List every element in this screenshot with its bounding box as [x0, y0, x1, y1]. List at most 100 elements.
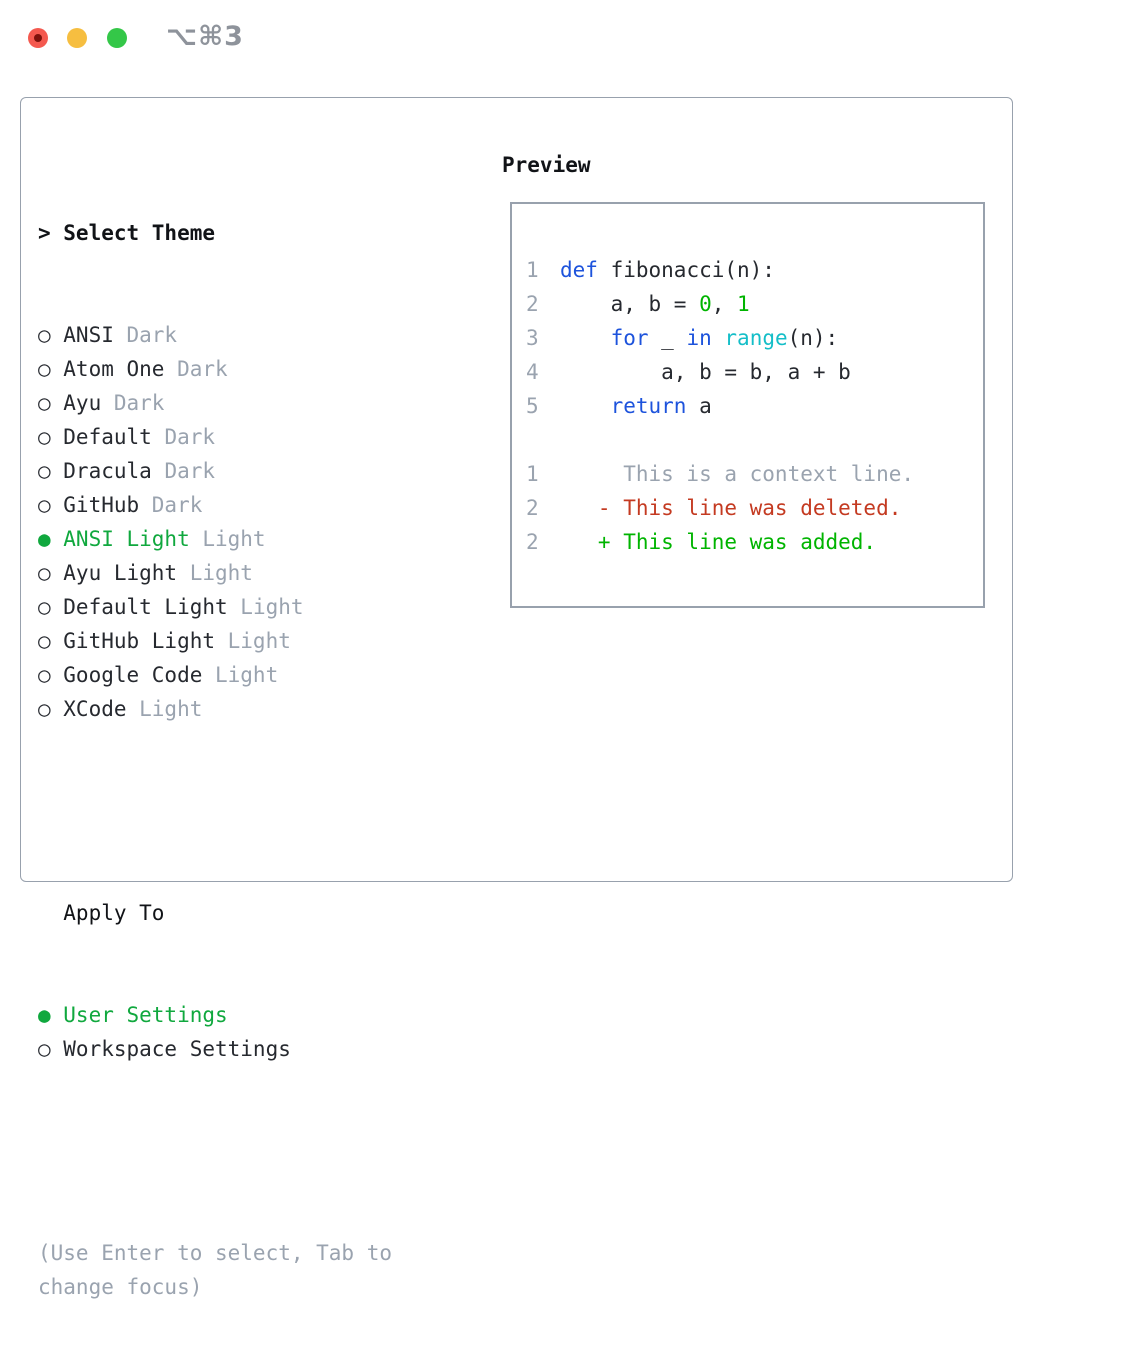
cursor-icon: > [38, 221, 51, 245]
apply-option-user-settings[interactable]: ● User Settings [38, 998, 468, 1032]
radio-icon: ○ [38, 1037, 51, 1061]
radio-icon: ○ [38, 323, 51, 347]
radio-selected-icon: ● [38, 1003, 51, 1027]
option-variant-label: Dark [151, 493, 203, 517]
option-label: XCode [63, 697, 127, 721]
option-label: Ayu Light [63, 561, 178, 585]
select-theme-header: > Select Theme [38, 216, 468, 250]
option-variant-label: Light [227, 629, 291, 653]
line-number: 2 [526, 530, 539, 554]
option-variant-label: Light [215, 663, 279, 687]
code-line: 1 This is a context line. [526, 457, 983, 491]
select-theme-header-label: Select Theme [63, 221, 215, 245]
option-variant-label: Dark [164, 459, 216, 483]
radio-icon: ○ [38, 663, 51, 687]
option-variant-label: Dark [177, 357, 228, 381]
window-titlebar: ⌥⌘3 [0, 0, 1140, 70]
option-label: User Settings [63, 1003, 228, 1027]
theme-option-ayu[interactable]: ○ Ayu Dark [38, 386, 468, 420]
theme-option-dracula[interactable]: ○ Dracula Dark [38, 454, 468, 488]
theme-option-default[interactable]: ○ Default Dark [38, 420, 468, 454]
option-label: Dracula [63, 459, 152, 483]
radio-icon: ○ [38, 459, 51, 483]
code-line-content: + This line was added. [560, 530, 877, 554]
theme-option-google-code[interactable]: ○ Google Code Light [38, 658, 468, 692]
option-label: Atom One [63, 357, 165, 381]
radio-icon: ○ [38, 493, 51, 517]
option-variant-label: Light [189, 561, 253, 585]
minimize-button[interactable] [67, 28, 87, 48]
code-line-content: - This line was deleted. [560, 496, 902, 520]
code-line: 3 for _ in range(n): [526, 321, 983, 355]
theme-option-ansi-light[interactable]: ● ANSI Light Light [38, 522, 468, 556]
code-line: 2 - This line was deleted. [526, 491, 983, 525]
option-variant-label: Light [139, 697, 203, 721]
option-label: GitHub Light [63, 629, 215, 653]
line-number: 4 [526, 360, 539, 384]
line-number: 2 [526, 292, 539, 316]
theme-option-atom-one[interactable]: ○ Atom One Dark [38, 352, 468, 386]
option-variant-label: Light [240, 595, 304, 619]
line-number: 5 [526, 394, 539, 418]
radio-icon: ○ [38, 561, 51, 585]
option-label: Default Light [63, 595, 228, 619]
option-label: Google Code [63, 663, 203, 687]
option-variant-label: Dark [164, 425, 216, 449]
line-number: 1 [526, 258, 539, 282]
line-number: 1 [526, 462, 539, 486]
option-variant-label: Light [202, 527, 266, 551]
code-line [526, 423, 983, 457]
radio-icon: ○ [38, 629, 51, 653]
option-label: Workspace Settings [63, 1037, 291, 1061]
radio-icon: ○ [38, 357, 51, 381]
theme-option-ayu-light[interactable]: ○ Ayu Light Light [38, 556, 468, 590]
option-label: Ayu [63, 391, 102, 415]
code-line-content: a, b = b, a + b [560, 360, 851, 384]
close-button[interactable] [28, 28, 48, 48]
theme-option-ansi[interactable]: ○ ANSI Dark [38, 318, 468, 352]
code-line-content: a, b = 0, 1 [560, 292, 750, 316]
unsaved-indicator-dot [34, 34, 42, 42]
radio-icon: ○ [38, 697, 51, 721]
code-line-content: This is a context line. [560, 462, 915, 486]
code-line-content: for _ in range(n): [610, 326, 839, 350]
help-text: (Use Enter to select, Tab to change focu… [38, 1241, 393, 1299]
option-variant-label: Dark [126, 323, 178, 347]
theme-option-github[interactable]: ○ GitHub Dark [38, 488, 468, 522]
code-line: 2 a, b = 0, 1 [526, 287, 983, 321]
code-line-content: return a [610, 394, 712, 418]
option-label: GitHub [63, 493, 140, 517]
code-line: 5 return a [526, 389, 983, 423]
apply-to-header: Apply To [63, 901, 165, 925]
line-number: 3 [526, 326, 539, 350]
apply-option-workspace-settings[interactable]: ○ Workspace Settings [38, 1032, 468, 1066]
code-line-content: def fibonacci(n): [560, 258, 775, 282]
theme-option-xcode[interactable]: ○ XCode Light [38, 692, 468, 726]
code-line: 4 a, b = b, a + b [526, 355, 983, 389]
option-label: ANSI Light [63, 527, 190, 551]
option-label: Default [63, 425, 152, 449]
radio-icon: ○ [38, 391, 51, 415]
theme-option-default-light[interactable]: ○ Default Light Light [38, 590, 468, 624]
window-title: ⌥⌘3 [166, 21, 244, 52]
spacer [38, 1134, 468, 1168]
code-line: 1 def fibonacci(n): [526, 253, 983, 287]
apply-to-list: ● User Settings ○ Workspace Settings [38, 998, 468, 1066]
zoom-button[interactable] [107, 28, 127, 48]
preview-header: Preview [502, 153, 591, 177]
spacer [38, 794, 468, 828]
line-number [526, 423, 550, 457]
option-label: ANSI [63, 323, 114, 347]
theme-option-github-light[interactable]: ○ GitHub Light Light [38, 624, 468, 658]
code-line: 2 + This line was added. [526, 525, 983, 559]
line-number: 2 [526, 496, 539, 520]
radio-selected-icon: ● [38, 527, 51, 551]
radio-icon: ○ [38, 425, 51, 449]
option-variant-label: Dark [113, 391, 165, 415]
radio-icon: ○ [38, 595, 51, 619]
